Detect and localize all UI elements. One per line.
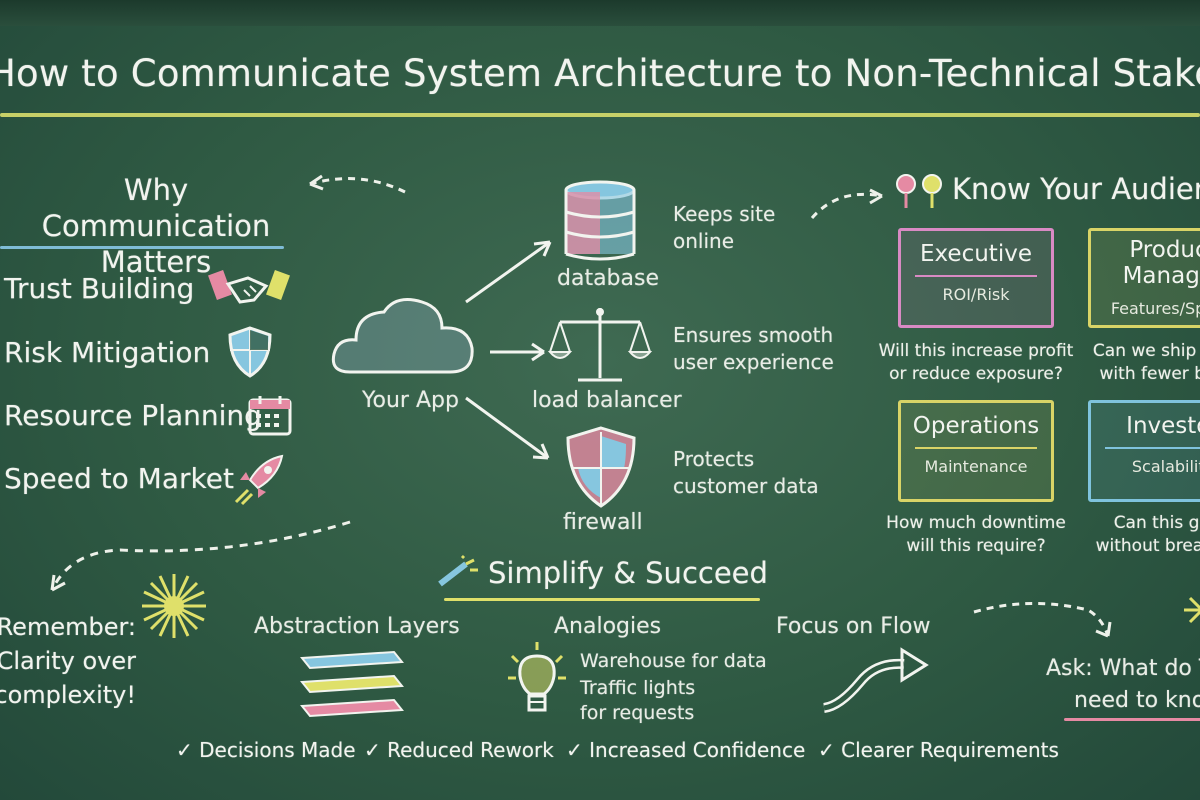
database-label: database: [557, 266, 659, 291]
cloud-icon: [331, 298, 474, 374]
remember-line: Clarity over: [0, 647, 136, 675]
outcome-rework: ✓ Reduced Rework: [364, 738, 554, 762]
ask-line-2: need to know?: [1074, 688, 1200, 713]
shield-icon: [228, 326, 272, 378]
ask-underline: [1064, 718, 1200, 721]
load-balancer-desc-2: user experience: [673, 350, 834, 374]
flow-heading: Focus on Flow: [776, 614, 931, 639]
chalkboard-frame: [0, 0, 1200, 26]
ask-line-1: Ask: What do They: [1046, 656, 1200, 681]
audience-heading: Know Your Audience: [952, 172, 1200, 206]
card-title: Investor: [1126, 413, 1200, 439]
flow-arrow-icon: [823, 647, 929, 713]
remember-line: Remember:: [0, 613, 136, 641]
question-line: with fewer bugs?: [1099, 364, 1200, 384]
remember-note: Remember: Clarity over complexity!: [0, 610, 136, 712]
people-icon: [896, 174, 942, 208]
why-item-trust: Trust Building: [4, 272, 195, 305]
remember-line: complexity!: [0, 681, 136, 709]
layers-icon: [300, 650, 404, 718]
simplify-underline: [444, 598, 760, 601]
investor-question: Can this grow without breaking?: [1062, 512, 1200, 558]
scales-icon: [547, 308, 653, 382]
wand-icon: [438, 554, 478, 587]
question-line: How much downtime: [886, 513, 1066, 533]
audience-arrow: [810, 188, 883, 219]
executive-question: Will this increase profit or reduce expo…: [866, 340, 1086, 386]
handshake-icon: [208, 270, 290, 304]
card-subtitle: Maintenance: [924, 457, 1028, 476]
card-subtitle: Scalability: [1131, 457, 1200, 476]
card-title: Executive: [920, 241, 1032, 267]
card-rule: [915, 275, 1037, 277]
analogy-line-3: for requests: [580, 702, 695, 724]
question-line: without breaking?: [1095, 536, 1200, 556]
why-item-speed: Speed to Market: [4, 462, 234, 495]
firewall-shield-icon: [566, 426, 636, 508]
abstraction-heading: Abstraction Layers: [254, 614, 460, 639]
outcome-confidence: ✓ Increased Confidence: [566, 738, 806, 762]
why-item-resource: Resource Planning: [4, 399, 262, 432]
why-heading: Why Communication Matters: [41, 173, 271, 279]
card-title: Operations: [912, 413, 1040, 439]
database-desc-2: online: [673, 229, 735, 253]
why-underline: [0, 246, 284, 249]
analogies-heading: Analogies: [554, 614, 662, 639]
firewall-desc-2: customer data: [673, 474, 819, 498]
why-item-risk: Risk Mitigation: [4, 336, 211, 369]
app-label: Your App: [362, 388, 459, 413]
outcome-requirements: ✓ Clearer Requirements: [818, 738, 1059, 762]
card-rule: [1105, 447, 1200, 449]
audience-card-investor: Investor Scalability: [1088, 400, 1200, 502]
question-line: will this require?: [906, 536, 1046, 556]
question-line: Will this increase profit: [878, 341, 1074, 361]
audience-card-operations: Operations Maintenance: [898, 400, 1054, 502]
sparkle-icon: [142, 574, 206, 638]
calendar-icon: [248, 396, 292, 436]
title-underline: [0, 113, 1200, 117]
audience-card-product-manager: Product Manager Features/Speed: [1088, 228, 1200, 328]
ask-sparkle-icon: [1184, 596, 1200, 624]
product-manager-question: Can we ship faster with fewer bugs?: [1062, 340, 1200, 386]
why-arrow: [309, 174, 406, 194]
analogy-line-1: Warehouse for data: [580, 650, 767, 672]
rocket-icon: [234, 454, 284, 506]
card-title: Product Manager: [1122, 237, 1200, 289]
load-balancer-desc-1: Ensures smooth: [673, 323, 834, 347]
card-subtitle: ROI/Risk: [942, 285, 1010, 304]
outcome-decisions: ✓ Decisions Made: [176, 738, 356, 762]
analogy-line-2: Traffic lights: [580, 677, 696, 699]
firewall-desc-1: Protects: [673, 447, 755, 471]
lightbulb-icon: [508, 642, 566, 712]
database-desc-1: Keeps site: [673, 202, 776, 226]
question-line: Can this grow: [1113, 513, 1200, 533]
simplify-heading: Simplify & Succeed: [488, 556, 768, 590]
card-subtitle: Features/Speed: [1110, 299, 1200, 318]
card-rule: [915, 447, 1037, 449]
remember-arrow: [50, 520, 351, 592]
database-icon: [564, 180, 636, 261]
audience-card-executive: Executive ROI/Risk: [898, 228, 1054, 328]
ask-arrow: [973, 601, 1112, 638]
firewall-label: firewall: [563, 510, 643, 535]
architecture-arrows: [465, 240, 552, 460]
question-line: Can we ship faster: [1092, 341, 1200, 361]
operations-question: How much downtime will this require?: [866, 512, 1086, 558]
page-title: How to Communicate System Architecture t…: [0, 52, 1200, 95]
load-balancer-label: load balancer: [532, 388, 682, 413]
question-line: or reduce exposure?: [889, 364, 1063, 384]
